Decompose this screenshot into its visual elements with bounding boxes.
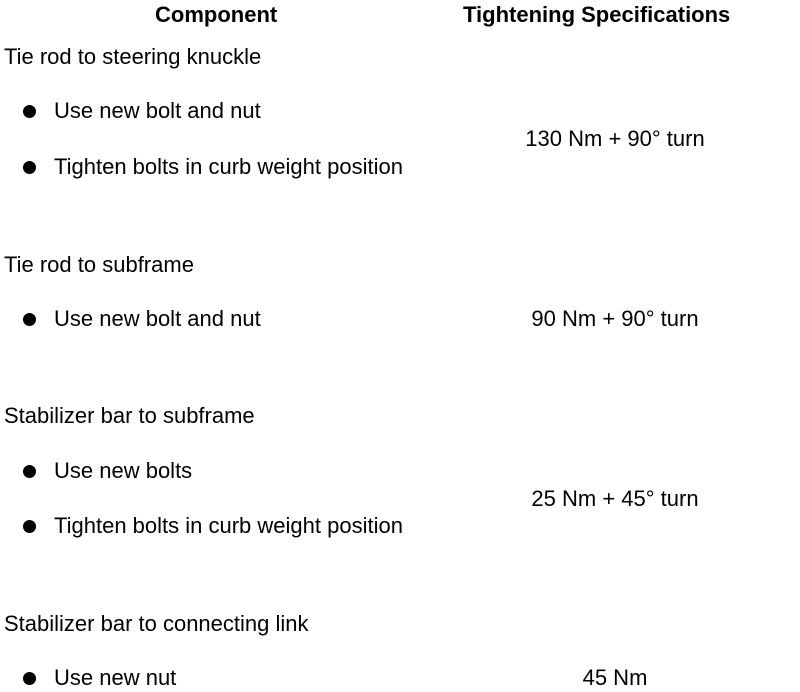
bullet-icon <box>23 464 36 478</box>
bullet-icon <box>23 104 36 118</box>
bullet-text: Use new nut <box>54 665 177 690</box>
bullet-item: Use new bolt and nut <box>23 98 261 124</box>
bullet-item: Use new bolts <box>23 458 192 484</box>
bullet-text: Tighten bolts in curb weight position <box>54 154 403 179</box>
tightening-spec: 45 Nm <box>582 665 648 690</box>
component-title: Tie rod to subframe <box>4 252 194 277</box>
bullet-icon <box>23 312 36 326</box>
bullet-icon <box>23 519 36 533</box>
bullet-text: Tighten bolts in curb weight position <box>54 513 403 538</box>
component-title: Stabilizer bar to connecting link <box>4 611 309 636</box>
column-header-specifications: Tightening Specifications <box>463 2 731 27</box>
column-header-component: Component <box>155 2 278 27</box>
bullet-item: Tighten bolts in curb weight position <box>23 513 403 539</box>
tightening-spec: 90 Nm + 90° turn <box>531 306 699 331</box>
tightening-spec: 130 Nm + 90° turn <box>525 126 705 151</box>
bullet-item: Use new nut <box>23 665 176 691</box>
bullet-text: Use new bolt and nut <box>54 306 261 331</box>
bullet-item: Tighten bolts in curb weight position <box>23 154 403 180</box>
tightening-spec: 25 Nm + 45° turn <box>531 486 699 511</box>
bullet-text: Use new bolts <box>54 458 193 483</box>
bullet-icon <box>23 671 36 685</box>
bullet-text: Use new bolt and nut <box>54 98 261 123</box>
component-title: Tie rod to steering knuckle <box>4 44 262 69</box>
bullet-item: Use new bolt and nut <box>23 306 261 332</box>
bullet-icon <box>23 160 36 174</box>
component-title: Stabilizer bar to subframe <box>4 403 255 428</box>
